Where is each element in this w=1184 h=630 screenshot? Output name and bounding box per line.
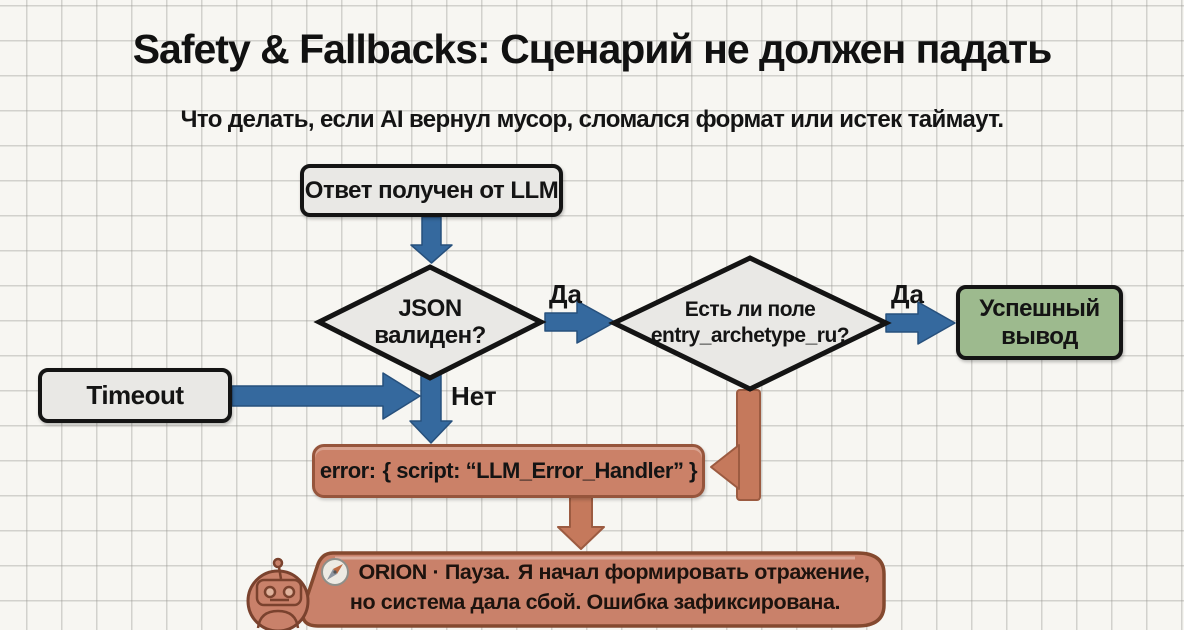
edge-label-no-json: Нет — [451, 381, 497, 411]
orion-line1-rest: Я начал формировать отражение, — [517, 560, 870, 584]
arrow-field-no-head — [710, 444, 740, 490]
decision-json-valid — [313, 264, 547, 381]
node-timeout-label: Timeout — [86, 380, 184, 410]
arrow-llm-to-json — [410, 216, 453, 264]
arrow-field-no-shaft — [736, 389, 761, 501]
field-check-line1: Есть ли поле — [684, 298, 816, 321]
node-error-handler: error: { script: “LLM_Error_Handler” } — [312, 444, 705, 498]
page-subtitle: Что делать, если AI вернул мусор, сломал… — [180, 106, 1004, 133]
node-llm-response: Ответ получен от LLM — [300, 164, 563, 217]
node-timeout: Timeout — [38, 368, 232, 423]
page-title: Safety & Fallbacks: Сценарий не должен п… — [132, 26, 1053, 72]
node-llm-response-label: Ответ получен от LLM — [304, 176, 559, 204]
orion-message-line2: но система дала сбой. Ошибка зафиксирова… — [349, 590, 841, 614]
decision-field-check-label: Есть ли поле entry_archetype_ru? — [618, 297, 882, 349]
edge-label-yes-json: Да — [549, 279, 582, 309]
decision-field-check — [608, 255, 892, 392]
json-valid-line1: JSON — [398, 295, 462, 322]
orion-speech-bubble — [300, 551, 886, 628]
orion-message: ORION · Пауза. Я начал формировать отраж… — [316, 557, 874, 617]
compass-icon — [321, 558, 350, 586]
orion-speaker: ORION · Пауза. — [358, 560, 510, 584]
arrow-json-yes — [544, 300, 616, 344]
json-valid-line2: валиден? — [374, 322, 486, 349]
error-keyword: error: — [319, 458, 376, 483]
arrow-json-no — [409, 367, 453, 444]
error-code: { script: “LLM_Error_Handler” } — [382, 458, 698, 483]
success-line1: Успешный — [979, 294, 1100, 322]
field-check-line2: entry_archetype_ru? — [650, 324, 850, 347]
decision-json-valid-label: JSON валиден? — [330, 295, 530, 349]
success-line2: вывод — [1001, 322, 1078, 350]
arrow-error-to-orion — [557, 496, 605, 550]
node-success-output: Успешный вывод — [956, 285, 1123, 360]
robot-icon — [246, 557, 310, 630]
edge-label-yes-field: Да — [891, 279, 924, 309]
orion-message-line1: ORION · Пауза. Я начал формировать отраж… — [316, 557, 874, 587]
arrow-field-yes — [885, 301, 956, 345]
arrow-timeout — [231, 372, 421, 420]
